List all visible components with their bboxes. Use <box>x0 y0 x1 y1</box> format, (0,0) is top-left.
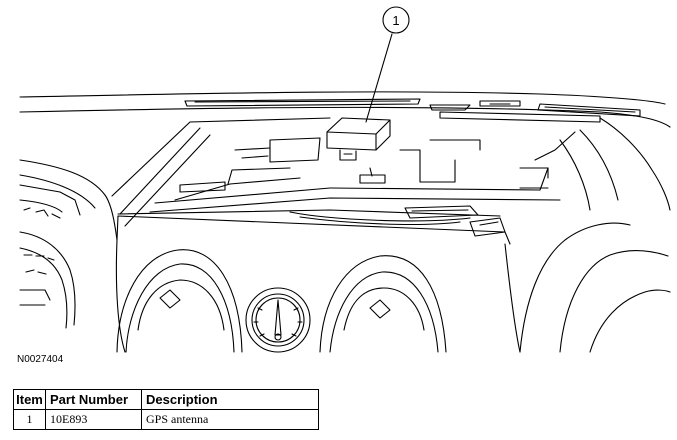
figure-id: N0027404 <box>17 354 64 365</box>
cell-part-number: 10E893 <box>45 409 142 430</box>
right-gauge <box>319 255 447 353</box>
table-row: 1 10E893 GPS antenna <box>13 409 319 430</box>
table-header-row: Item Part Number Description <box>13 389 319 410</box>
header-item: Item <box>13 389 46 410</box>
header-part-number: Part Number <box>45 389 142 410</box>
left-gauge <box>116 249 243 353</box>
parts-table: Item Part Number Description 1 10E893 GP… <box>13 389 319 430</box>
cell-item: 1 <box>13 409 46 430</box>
header-description: Description <box>141 389 319 410</box>
callout-number: 1 <box>392 13 399 28</box>
cell-description: GPS antenna <box>141 409 319 430</box>
center-gauge <box>245 287 311 353</box>
callout-circle <box>382 6 410 34</box>
gps-antenna-module <box>326 117 391 161</box>
antenna-cavity <box>149 137 561 237</box>
left-cluster <box>19 184 81 329</box>
windshield-edge <box>19 91 666 105</box>
callout-leader-line <box>365 33 393 123</box>
defroster-vent <box>184 98 641 117</box>
